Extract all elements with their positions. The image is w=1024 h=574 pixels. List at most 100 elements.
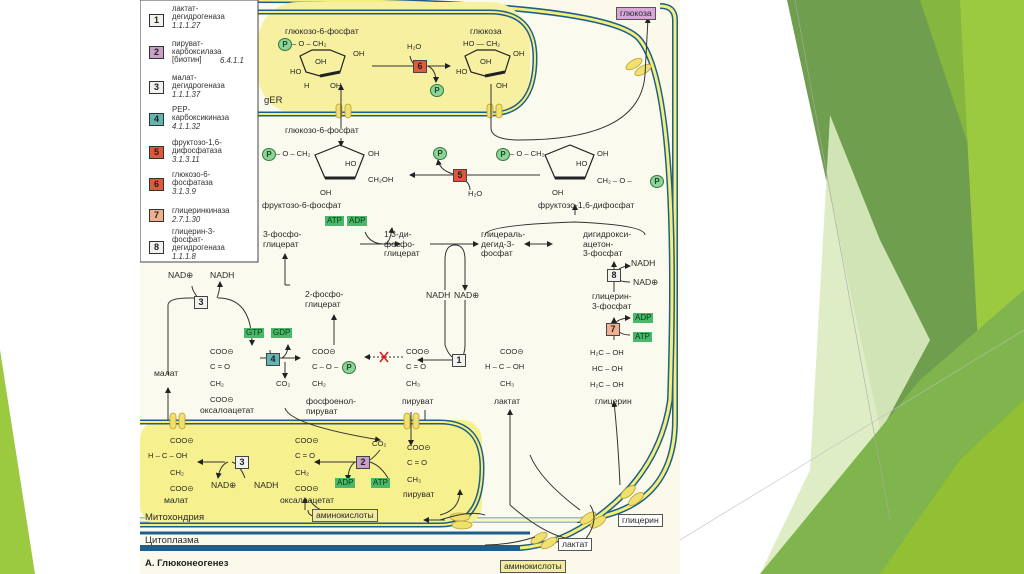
formula-h2o: H₂O	[468, 189, 483, 198]
label-nad-8: NAD⊕	[633, 277, 659, 287]
phosphate-icon: P	[496, 148, 510, 161]
pep-coo: COO⊝	[312, 347, 336, 356]
legend-item-7-name: глицеринкиназа	[172, 206, 230, 215]
oaa-m-coo-top: COO⊝	[295, 436, 319, 445]
label-g6p-er: глюкозо-6-фосфат	[285, 26, 359, 36]
mal-ch2: CH₂	[170, 468, 184, 477]
formula-ch2oh: CH₂OH	[368, 175, 394, 184]
thin-line-1	[794, 0, 891, 521]
label-nadh-8: NADH	[631, 258, 656, 268]
label-oaa-cyt: оксалоацетат	[200, 405, 255, 415]
formula-oh: OH	[320, 188, 332, 197]
legend-item-5-ec: 3.1.3.11	[172, 155, 200, 164]
legend-item-2-ec: 6.4.1.1	[220, 56, 244, 65]
gly-h2c-oh-2: H₂C – OH	[590, 380, 624, 389]
oaa-m-c-o: C = O	[295, 451, 316, 460]
phosphate-icon: P	[278, 38, 292, 51]
enzyme-1-badge: 1	[452, 354, 466, 367]
mal-hcoh: H – C – OH	[148, 451, 188, 460]
label-nadh-mito: NADH	[254, 480, 279, 490]
transporter-mito-3	[449, 512, 473, 530]
label-er: gER	[264, 95, 283, 106]
blocked-step-x-icon	[379, 351, 389, 363]
gluconeogenesis-diagram: 1 лактат- дегидрогеназа 1.1.1.27 2 пирув…	[140, 0, 680, 574]
legend-item-3-num: 3	[149, 81, 164, 94]
legend-item-8-ec: 1.1.1.8	[172, 252, 196, 261]
cytoplasm-area	[140, 4, 667, 542]
formula-oh: OH	[496, 81, 508, 90]
plasma-membrane-inner	[140, 0, 674, 550]
amino-acids-input-label: аминокислоты	[500, 560, 566, 573]
pyr-m-c-o: C = O	[407, 458, 428, 467]
label-nad-3: NAD⊕	[168, 270, 194, 280]
legend-item-4-ec: 4.1.1.32	[172, 122, 201, 131]
mal-coo-bottom: COO⊝	[170, 484, 194, 493]
label-3pg: 3-фосфо- глицерат	[263, 229, 302, 249]
legend-item-7-num: 7	[149, 209, 164, 222]
diagram-shapes	[140, 0, 680, 574]
oaa-coo-bottom: COO⊝	[210, 395, 234, 404]
oaa-ch2: CH₂	[210, 379, 224, 388]
enzyme-5-badge: 5	[453, 169, 467, 182]
enzyme-2-badge: 2	[356, 456, 370, 469]
legend-item-1-ec: 1.1.1.27	[172, 21, 201, 30]
label-mitochondria: Митохондрия	[145, 512, 205, 523]
formula-ho: HO	[576, 159, 588, 168]
green-shape-pale	[760, 115, 930, 574]
formula-ho: HO	[345, 159, 357, 168]
legend-item-2-num: 2	[149, 46, 164, 59]
label-pyruvate-mito: пируват	[403, 489, 435, 499]
atp-badge: ATP	[371, 478, 390, 488]
formula-oh: OH	[480, 57, 492, 66]
adp-badge: ADP	[335, 478, 356, 488]
transporter-glucose-out	[625, 57, 652, 77]
legend-item-2-name: пируват- карбоксилаза [биотин]	[172, 39, 222, 65]
phosphate-icon: P	[430, 84, 444, 97]
label-nad-mito: NAD⊕	[211, 480, 237, 490]
label-lactate-cyt: лактат	[494, 396, 521, 406]
legend-item-5-name: фруктозо-1,6- дифосфатаза	[172, 138, 222, 156]
label-f6p: фруктозо-6-фосфат	[262, 200, 342, 210]
label-13bpg: 1,3-ди- фосфо- глицерат	[384, 229, 420, 258]
f16bp-ring	[544, 144, 595, 180]
label-pep: фосфоенол- пируват	[306, 396, 356, 416]
legend-item-1-name: лактат- дегидрогеназа	[172, 4, 225, 22]
green-accent-left	[0, 350, 35, 574]
thin-line-2	[679, 329, 1024, 541]
glucose-output-label: глюкоза	[616, 7, 656, 20]
pyr-ch3: CH₃	[406, 379, 421, 388]
pep-c-op: C – O –	[312, 362, 339, 371]
glycerol-input-label: глицерин	[618, 514, 663, 527]
glucose-er-ring	[464, 49, 511, 78]
legend-item-4-name: PEP- карбоксикиназа	[172, 105, 230, 123]
label-g3p: глицерин- 3-фосфат	[592, 291, 632, 311]
legend-item-7-ec: 2.7.1.30	[172, 215, 201, 224]
legend-item-4-num: 4	[149, 113, 164, 126]
formula-h2o: H₂O	[407, 42, 422, 51]
phosphate-icon: P	[650, 175, 664, 188]
legend-item-1-num: 1	[149, 14, 164, 27]
oaa-m-coo-bottom: COO⊝	[295, 484, 319, 493]
label-pyruvate-cyt: пируват	[402, 396, 434, 406]
atp-badge: ATP	[325, 216, 344, 226]
gly-hc-oh: HC – OH	[592, 364, 623, 373]
g6p-er-ring	[299, 49, 346, 78]
amino-acids-mito-label: аминокислоты	[312, 509, 378, 522]
label-glucose-er: глюкоза	[470, 26, 502, 36]
pyr-m-coo: COO⊝	[407, 443, 431, 452]
oaa-c-o: C = O	[210, 362, 231, 371]
formula-oh: OH	[330, 81, 342, 90]
f6p-ring	[314, 144, 365, 180]
transporter-mito-1	[169, 412, 186, 430]
label-gap: глицераль- дегид-3- фосфат	[481, 229, 526, 258]
transporter-lactate	[579, 511, 607, 529]
legend-item-8-name: глицерин-3- фосфат- дегидрогеназа	[172, 227, 225, 253]
legend-item-6-num: 6	[149, 178, 164, 191]
enzyme-3-badge-mito: 3	[235, 456, 249, 469]
label-malate-mito: малат	[164, 495, 189, 505]
label-glycerol-cyt: глицерин	[595, 396, 632, 406]
label-2pg: 2-фосфо- глицерат	[305, 289, 344, 309]
phosphate-icon: P	[262, 148, 276, 161]
green-shape-bottom-light	[880, 400, 1024, 574]
